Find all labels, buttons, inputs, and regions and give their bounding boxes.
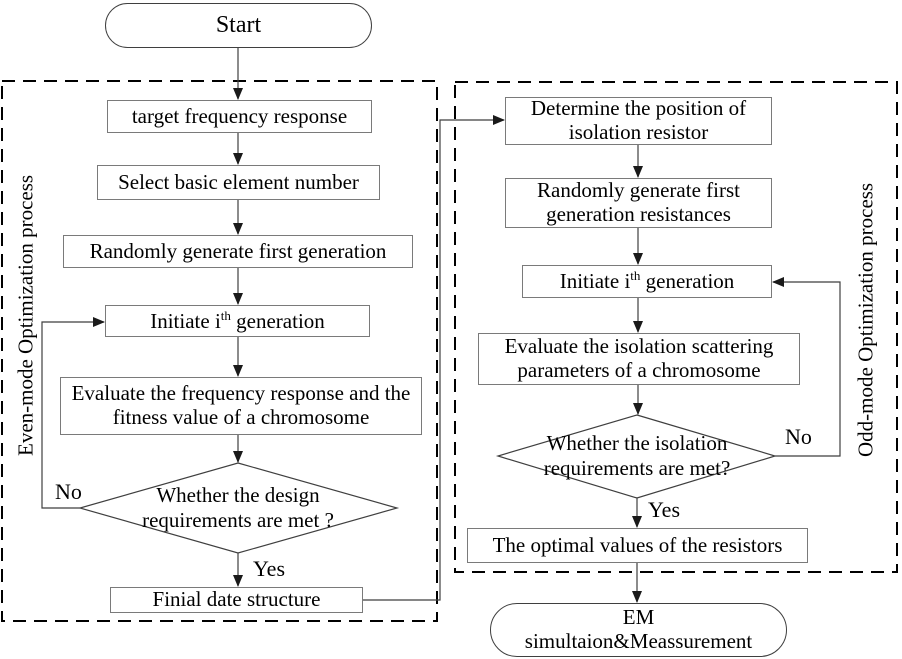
even-mode-panel-border bbox=[1, 80, 438, 622]
node-select-basic-element-number: Select basic element number bbox=[97, 165, 380, 200]
node-start: Start bbox=[105, 3, 372, 48]
node-randomly-generate-resistances: Randomly generate first generation resis… bbox=[505, 178, 772, 228]
em-line2: simultaion&Meassurement bbox=[524, 629, 753, 653]
node-determine-isolation-resistor-position: Determine the position of isolation resi… bbox=[505, 97, 772, 145]
odd-mode-panel-label: Odd-mode Optimization process bbox=[853, 182, 878, 457]
edge-no-loop-even bbox=[41, 317, 105, 509]
initiate-even-text: Initiate ith generation bbox=[150, 307, 325, 333]
odd-mode-panel-border bbox=[454, 81, 898, 573]
initiate-odd-text: Initiate ith generation bbox=[559, 268, 735, 294]
even-mode-panel-label: Even-mode Optimization process bbox=[13, 174, 38, 457]
node-target-frequency-response: target frequency response bbox=[107, 100, 372, 133]
node-em-simulation-measurement: EM simultaion&Meassurement bbox=[490, 603, 787, 657]
decision-odd-label: Whether the isolation requirements are m… bbox=[543, 431, 731, 480]
edge-final-determine bbox=[363, 115, 505, 601]
node-randomly-generate-first-generation: Randomly generate first generation bbox=[63, 235, 413, 268]
yes-label-odd: Yes bbox=[648, 497, 681, 522]
node-final-data-structure: Finial date structure bbox=[110, 587, 363, 613]
node-optimal-resistor-values: The optimal values of the resistors bbox=[467, 528, 808, 563]
node-evaluate-frequency-response: Evaluate the frequency response and the … bbox=[60, 377, 422, 435]
node-initiate-ith-generation-even: Initiate ith generation bbox=[105, 305, 370, 337]
decision-even-label: Whether the design requirements are met … bbox=[142, 483, 334, 532]
node-initiate-ith-generation-odd: Initiate ith generation bbox=[522, 265, 772, 298]
no-label-odd: No bbox=[785, 424, 812, 449]
node-evaluate-isolation-scattering: Evaluate the isolation scattering parame… bbox=[478, 333, 800, 385]
yes-label-even: Yes bbox=[253, 556, 286, 581]
edge-no-loop-odd bbox=[772, 277, 841, 457]
no-label-even: No bbox=[55, 479, 82, 504]
em-line1: EM bbox=[622, 605, 655, 630]
